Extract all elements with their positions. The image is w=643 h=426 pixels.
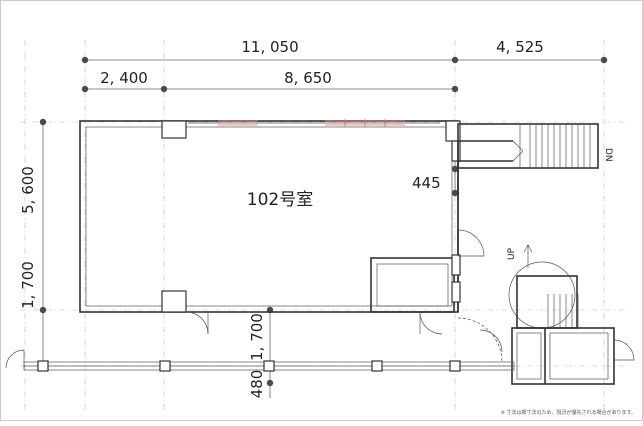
dim-right-segment: 8, 650 <box>284 69 332 87</box>
dimension-lines <box>42 59 604 398</box>
inner-unit <box>370 257 455 313</box>
balcony-rail <box>23 360 515 372</box>
bottom-doors <box>5 311 443 369</box>
right-corridor <box>451 140 513 312</box>
stair-down <box>457 123 599 169</box>
stair-up <box>508 244 579 329</box>
stair-up-label: UP <box>507 247 517 260</box>
dim-height-upper: 5, 600 <box>19 166 37 214</box>
room-label: 102号室 <box>247 190 313 210</box>
dim-bottom-vertical: 1, 700 <box>248 313 266 361</box>
room-walls <box>79 120 461 313</box>
dim-gap-small: 445 <box>412 174 441 192</box>
dim-right-width: 4, 525 <box>496 38 544 56</box>
dim-left-segment: 2, 400 <box>100 69 148 87</box>
top-windows <box>188 119 440 127</box>
lower-right-units <box>457 317 635 385</box>
dim-bottom-offset: 480 <box>248 370 266 399</box>
guide-lines <box>20 40 630 410</box>
footnote: ※ 寸法は概寸法のため、現況が優先される場合があります。 <box>501 409 636 416</box>
dim-total-width: 11, 050 <box>241 38 298 56</box>
dim-height-lower: 1, 700 <box>19 261 37 309</box>
stair-down-label: DN <box>603 148 613 162</box>
dimension-dots <box>39 56 608 387</box>
